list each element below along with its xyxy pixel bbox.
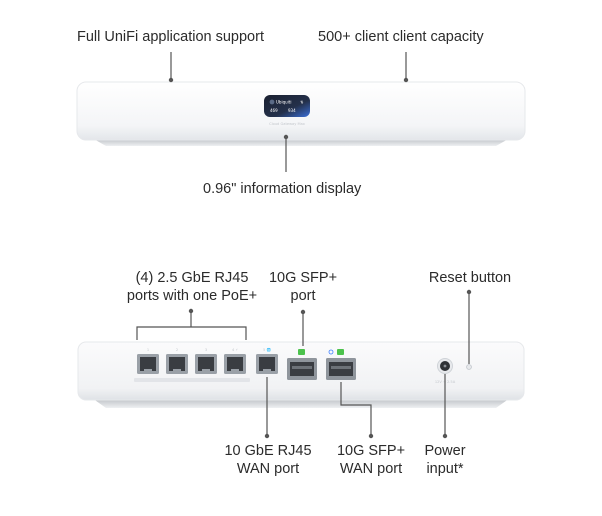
sfp-port-7 <box>326 349 356 380</box>
port-label-3: 3 <box>205 348 207 352</box>
display-line2-right: 934 <box>288 108 296 113</box>
globe-icon <box>328 349 334 355</box>
rear-leader-lines <box>136 289 472 439</box>
leader-reset-dot <box>466 289 472 295</box>
port-bezel-strip <box>134 378 250 382</box>
callout-info-display: 0.96" information display <box>203 181 362 197</box>
info-display-screen <box>264 95 310 117</box>
sfp-6-led <box>298 349 305 355</box>
rj45-port-3 <box>195 354 217 374</box>
leader-rj45-dot <box>188 308 194 314</box>
callout-wan-sfp-line2: WAN port <box>339 461 403 477</box>
leader-client-capacity-dot <box>403 77 409 83</box>
display-logo-icon <box>269 99 275 105</box>
leader-app-support-dot <box>168 77 174 83</box>
rear-device: 1 2 3 4 ⚡ 5 🌐 <box>77 341 525 408</box>
leader-wan-rj45-dot <box>264 433 270 439</box>
callout-wan-sfp-line1: 10G SFP+ <box>336 443 406 459</box>
leader-info-display-dot <box>283 134 289 140</box>
leader-sfp-top-dot <box>300 309 306 315</box>
callout-wan-rj45: 10 GbE RJ45 WAN port <box>222 442 314 478</box>
callout-client-capacity: 500+ client client capacity <box>318 29 484 45</box>
callout-rj45-line1: (4) 2.5 GbE RJ45 <box>135 270 249 286</box>
leader-power-dot <box>442 433 448 439</box>
rj45-port-group: 1 2 3 4 ⚡ <box>137 348 246 374</box>
callout-sfp-top-line2: port <box>290 288 316 304</box>
display-line2-left: 469 <box>270 108 278 113</box>
callout-power-line1: Power <box>424 443 466 459</box>
callout-sfp-top-line1: 10G SFP+ <box>268 270 338 286</box>
callout-rj45-line2: ports with one PoE+ <box>126 288 258 304</box>
callout-power: Power input* <box>412 442 478 478</box>
wan-rj45-port: 5 🌐 <box>256 347 278 374</box>
wan-port-label: 5 🌐 <box>263 347 271 352</box>
callout-wan-rj45-line1: 10 GbE RJ45 <box>224 443 312 459</box>
callout-wan-rj45-line2: WAN port <box>236 461 300 477</box>
display-line1: Ubiquiti <box>276 99 291 104</box>
callout-app-support: Full UniFi application support <box>77 29 264 45</box>
display-line1-right: ⇅ <box>300 99 304 104</box>
leader-wan-sfp <box>340 382 372 436</box>
port-label-4: 4 ⚡ <box>232 348 238 352</box>
leader-rj45-bracket <box>136 326 247 340</box>
sfp-port-6 <box>287 349 317 380</box>
leader-wan-sfp-dot <box>368 433 374 439</box>
port-label-2: 2 <box>176 348 178 352</box>
front-caption: Cloud Gateway Max <box>269 122 306 126</box>
rj45-port-1 <box>137 354 159 374</box>
reset-button <box>466 364 472 370</box>
sfp-7-led <box>337 349 344 355</box>
callout-wan-sfp: 10G SFP+ WAN port <box>326 442 416 478</box>
front-device: Ubiquiti ⇅ 469 934 Cloud Gateway Max <box>76 81 526 146</box>
callout-rj45-ports: (4) 2.5 GbE RJ45 ports with one PoE+ <box>110 269 274 305</box>
rj45-port-4 <box>224 354 246 374</box>
rj45-port-2 <box>166 354 188 374</box>
callout-sfp-top: 10G SFP+ port <box>258 269 348 305</box>
port-label-1: 1 <box>147 348 149 352</box>
callout-power-line2: input* <box>426 461 464 477</box>
callout-reset: Reset button <box>428 270 512 286</box>
front-leader-lines <box>168 52 409 172</box>
